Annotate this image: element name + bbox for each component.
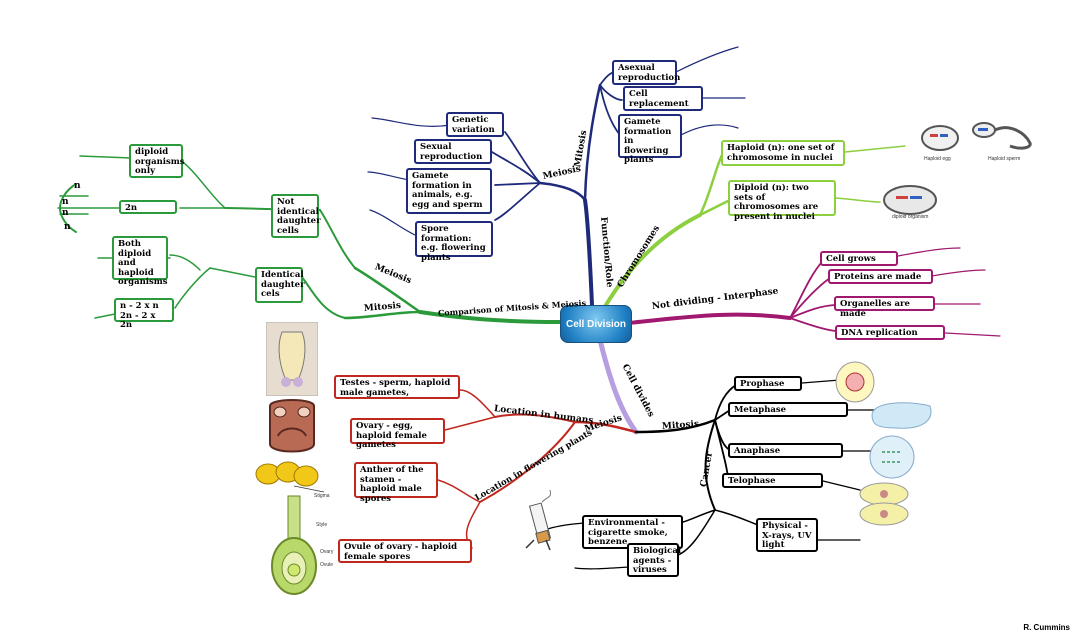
haploid-egg-image xyxy=(921,125,959,151)
n-label: n xyxy=(74,181,81,191)
box-biological[interactable]: Biological agents - viruses xyxy=(627,543,681,577)
center-node[interactable]: Cell Division xyxy=(560,305,632,343)
box-n-formula[interactable]: n - 2 x n 2n - 2 x 2n xyxy=(114,298,174,330)
box-identical[interactable]: Identical daughter cels xyxy=(255,267,305,303)
box-prophase[interactable]: Prophase xyxy=(734,376,802,391)
box-anaphase[interactable]: Anaphase xyxy=(728,443,843,458)
box-telophase[interactable]: Telophase xyxy=(722,473,823,488)
anther-image xyxy=(255,461,325,493)
n-label: n xyxy=(62,197,69,207)
author-credit: R. Cummins xyxy=(1023,623,1070,632)
box-genetic-variation[interactable]: Genetic variation xyxy=(446,112,504,137)
style-caption: Style xyxy=(316,522,328,528)
box-not-identical[interactable]: Not identical daughter cells xyxy=(271,194,321,238)
box-haploid[interactable]: Haploid (n): one set of chromosome in nu… xyxy=(721,140,845,166)
diploid-organism-caption: diploid organism xyxy=(892,214,929,220)
n-label: n xyxy=(62,208,69,218)
testes-image xyxy=(266,322,318,396)
metaphase-cell-image xyxy=(871,402,932,429)
diploid-organism-image xyxy=(883,185,937,215)
box-gamete-formation-plants[interactable]: Gamete formation in flowering plants xyxy=(618,114,682,165)
box-anther[interactable]: Anther of the stamen - haploid male spor… xyxy=(354,462,438,503)
telophase-cell-image xyxy=(859,482,909,526)
cigarette-image xyxy=(525,489,552,551)
haploid-egg-caption: Haploid egg xyxy=(924,156,951,162)
box-dna-replication[interactable]: DNA replication xyxy=(835,325,945,340)
box-both-diploid-haploid[interactable]: Both diploid and haploid organisms xyxy=(112,236,168,287)
box-testes[interactable]: Testes - sperm, haploid male gametes, xyxy=(334,375,460,399)
haploid-sperm-image xyxy=(972,122,1032,150)
box-diploid[interactable]: Diploid (n): two sets of chromosomes are… xyxy=(728,180,836,221)
box-metaphase[interactable]: Metaphase xyxy=(728,402,848,417)
box-cell-grows[interactable]: Cell grows xyxy=(820,251,898,266)
prophase-cell-image xyxy=(835,361,875,403)
n-label: n xyxy=(64,222,71,232)
ovary-caption: Ovary xyxy=(320,549,334,555)
box-2n[interactable]: 2n xyxy=(119,200,177,214)
box-diploid-only[interactable]: diploid organisms only xyxy=(129,144,185,178)
anaphase-cell-image xyxy=(869,435,915,479)
box-spore-formation[interactable]: Spore formation: e.g. flowering plants xyxy=(415,221,493,262)
box-asexual-reproduction[interactable]: Asexual reproduction xyxy=(612,60,680,85)
stigma-caption: Stigma xyxy=(314,493,330,499)
box-proteins-made[interactable]: Proteins are made xyxy=(828,269,933,284)
ovary-image xyxy=(269,399,315,453)
flower-ovary-image xyxy=(271,495,317,595)
box-ovary-egg[interactable]: Ovary - egg, haploid female gametes xyxy=(350,418,445,450)
box-cell-replacement[interactable]: Cell replacement xyxy=(623,86,703,111)
ovule-caption: Ovule xyxy=(320,562,334,568)
haploid-sperm-caption: Haploid sperm xyxy=(988,156,1021,162)
box-physical[interactable]: Physical - X-rays, UV light xyxy=(756,518,818,552)
box-gamete-formation-animals[interactable]: Gamete formation in animals, e.g. egg an… xyxy=(406,168,492,214)
box-organelles-made[interactable]: Organelles are made xyxy=(834,296,935,318)
box-ovule[interactable]: Ovule of ovary - haploid female spores xyxy=(338,539,472,563)
box-sexual-reproduction[interactable]: Sexual reproduction xyxy=(414,139,492,164)
